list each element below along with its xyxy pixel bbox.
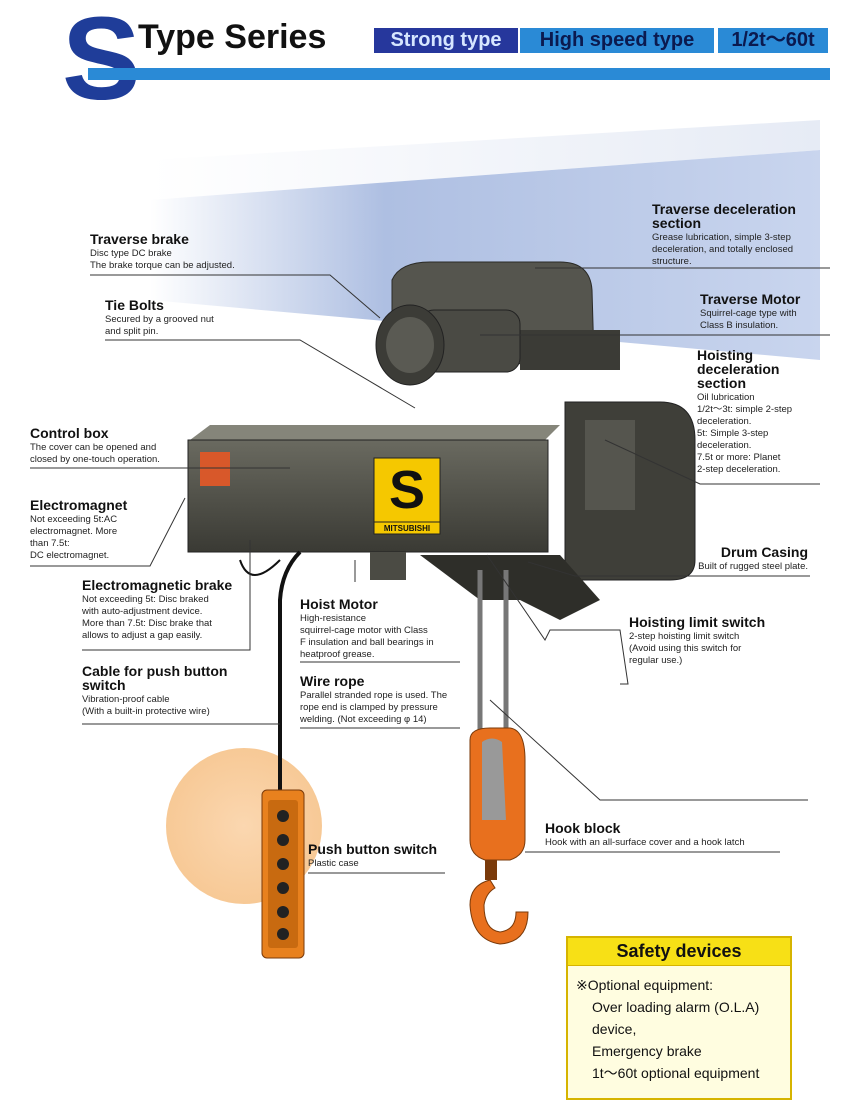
hoist-logo-plate bbox=[373, 457, 441, 523]
tag-high-speed-type: High speed type bbox=[520, 28, 714, 53]
hook bbox=[469, 879, 529, 945]
pendant-cable bbox=[278, 550, 302, 790]
safety-line: device, bbox=[592, 1021, 637, 1037]
safety-devices-box: Safety devices ※Optional equipment: Over… bbox=[566, 936, 792, 1100]
beam-top-flange bbox=[150, 120, 820, 200]
label-traverse-deceleration: Traverse deceleration section Grease lub… bbox=[652, 201, 796, 267]
label-cable-push-button: Cable for push button switch Vibration-p… bbox=[82, 663, 228, 717]
label-drum-casing: Drum Casing Built of rugged steel plate. bbox=[698, 544, 808, 572]
control-box-label-plate bbox=[200, 452, 230, 486]
safety-line: Over loading alarm (O.L.A) bbox=[592, 999, 760, 1015]
tag-capacity-range: 1/2t〜60t bbox=[718, 28, 828, 53]
label-hoisting-deceleration: Hoisting deceleration section Oil lubric… bbox=[697, 347, 793, 475]
header-underline bbox=[88, 68, 830, 80]
hoist-logo-brand: MITSUBISHI bbox=[384, 524, 430, 533]
hoist-main-body bbox=[187, 439, 549, 553]
safety-devices-title: Safety devices bbox=[568, 938, 790, 966]
safety-line: 1t〜60t optional equipment bbox=[592, 1065, 760, 1081]
hoist-logo-letter: S bbox=[389, 460, 425, 520]
label-push-button-switch: Push button switch Plastic case bbox=[308, 841, 438, 869]
label-hoisting-limit-switch: Hoisting limit switch 2-step hoisting li… bbox=[629, 614, 766, 666]
trolley-frame bbox=[520, 330, 620, 370]
series-logo-letter: S bbox=[62, 0, 141, 125]
safety-line: Emergency brake bbox=[592, 1043, 702, 1059]
tag-strong-type: Strong type bbox=[374, 28, 518, 53]
drum-casing-frame bbox=[420, 555, 600, 620]
label-wire-rope: Wire rope Parallel stranded rope is used… bbox=[300, 673, 448, 725]
label-electromagnetic-brake: Electromagnetic brake Not exceeding 5t: … bbox=[82, 577, 233, 641]
label-hook-block: Hook block Hook with an all-surface cove… bbox=[545, 820, 745, 848]
beam-web bbox=[150, 150, 820, 360]
page-title: Type Series bbox=[138, 18, 327, 56]
safety-line: ※Optional equipment: bbox=[576, 977, 714, 993]
hoist-body-top bbox=[190, 425, 560, 440]
